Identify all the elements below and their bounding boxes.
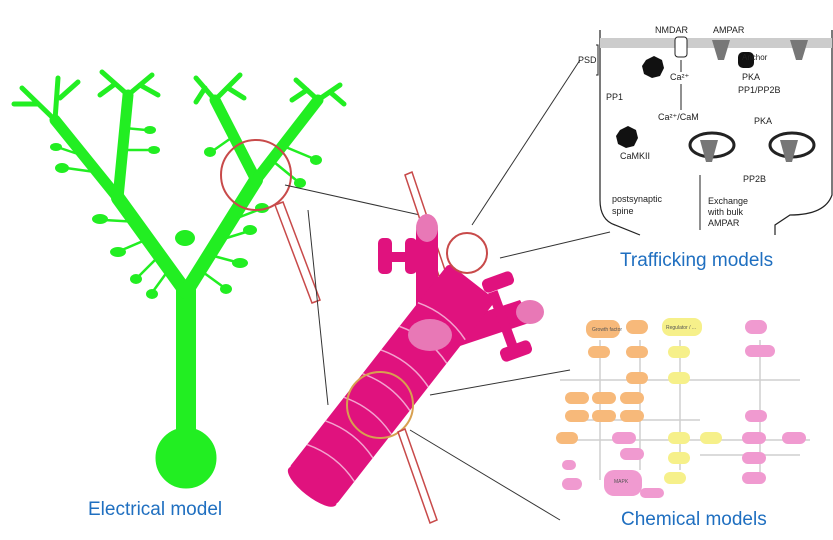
zoom-connector-lines — [284, 59, 611, 521]
caption-trafficking-models: Trafficking models — [620, 250, 774, 271]
trafficking-diagram: PSD NMDAR AMPAR Anchor PP1 Ca²⁺ Ca²⁺/CaM… — [578, 25, 833, 236]
caption-chemical-models: Chemical models — [621, 509, 767, 530]
label-spine-1: postsynaptic — [612, 194, 663, 204]
label-exchange-1: Exchange — [708, 196, 748, 206]
label-pp2b: PP2B — [743, 174, 766, 184]
neuron-tree — [11, 69, 347, 489]
label-anchor: Anchor — [742, 53, 768, 62]
ampar-receptor-icon-2 — [790, 40, 808, 60]
label-pka-mid: PKA — [754, 116, 772, 126]
ampar-receptor-icon — [712, 40, 730, 60]
pp1-octagon-icon — [642, 56, 664, 78]
neuron-magnifier — [220, 139, 321, 304]
caption-electrical-model: Electrical model — [88, 499, 223, 520]
label-exchange-3: AMPAR — [708, 218, 740, 228]
label-spine-2: spine — [612, 206, 634, 216]
label-pka-top: PKA — [742, 72, 760, 82]
label-ampar: AMPAR — [713, 25, 745, 35]
chemical-network-diagram: Growth factor Regulator / ... — [556, 318, 810, 498]
neuron-soma — [155, 427, 217, 489]
nmdar-channel-icon — [674, 36, 688, 58]
label-exchange-2: with bulk — [707, 207, 744, 217]
chem-node-growth-factor: Growth factor — [592, 327, 622, 333]
camkii-octagon-icon — [616, 126, 638, 148]
label-nmdar: NMDAR — [655, 25, 688, 35]
chem-node-regulator: Regulator / ... — [666, 325, 696, 331]
label-pp1-pp2b: PP1/PP2B — [738, 85, 781, 95]
label-pp1: PP1 — [606, 92, 623, 102]
label-ca-cam: Ca²⁺/CaM — [658, 112, 699, 122]
label-camkii: CaMKII — [620, 151, 650, 161]
label-ca: Ca²⁺ — [670, 72, 690, 82]
dendrite-closeup — [287, 170, 544, 525]
chem-node-mapk: MAPK — [614, 479, 629, 485]
label-psd: PSD — [578, 55, 597, 65]
